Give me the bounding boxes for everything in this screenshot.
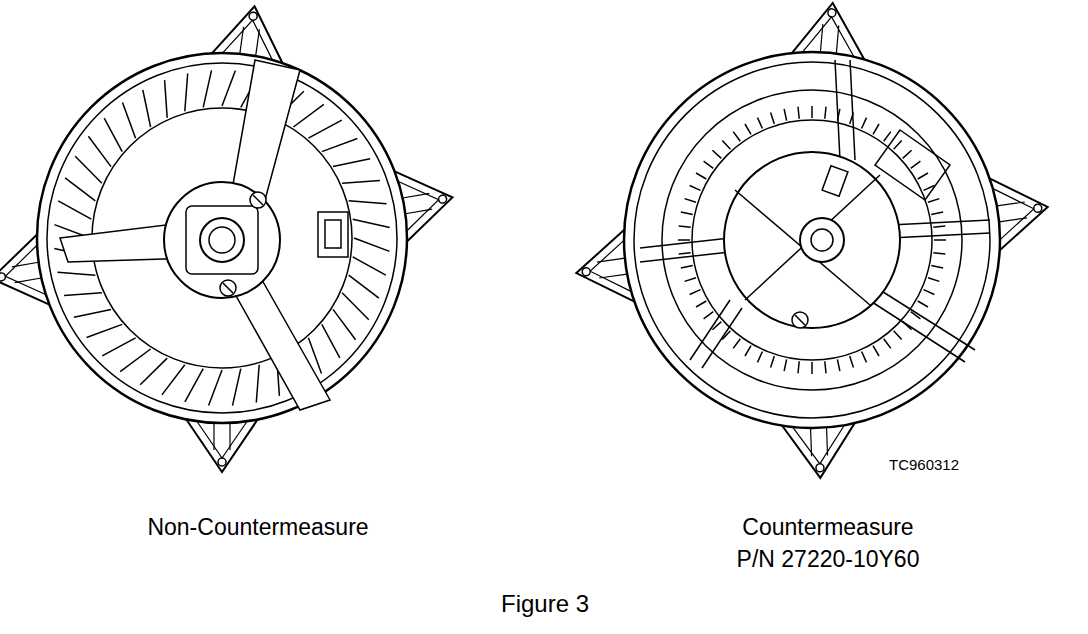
fan-blade (690, 290, 701, 295)
fan-blade (850, 356, 854, 367)
fan-blade (354, 238, 390, 251)
fan-blade (934, 239, 946, 241)
fan-blade (931, 265, 943, 268)
fan-blade (704, 161, 714, 168)
fan-blade (903, 150, 912, 158)
fan-blade (784, 359, 787, 371)
fan-blade (333, 159, 370, 167)
fan-blade (88, 136, 111, 166)
fan-blade (837, 359, 840, 371)
blower-countermeasure (571, 0, 1053, 479)
fan-blade (140, 358, 167, 385)
fan-blade (931, 212, 943, 215)
fan-blade (771, 356, 775, 367)
fan-blade (87, 324, 123, 337)
fan-blade (758, 118, 763, 129)
fan-blade (685, 199, 696, 203)
fan-blade (884, 132, 891, 142)
fan-blade (333, 309, 356, 339)
fan-blade (784, 109, 787, 121)
fan-blade (349, 201, 387, 204)
fan-blade (678, 239, 690, 241)
fan-blade (104, 118, 122, 151)
fan-blade (825, 361, 826, 373)
illustration-code: TC960312 (889, 456, 959, 474)
fan-blade (65, 178, 95, 201)
fan-blade (74, 309, 111, 317)
fan-blade (798, 107, 799, 119)
part-caption: Non-Countermeasure (147, 514, 368, 542)
fan-blade (681, 212, 693, 215)
fan-blade (771, 113, 775, 124)
fan-blade (349, 275, 379, 298)
fan-blade (704, 312, 714, 319)
fan-blade (884, 339, 891, 349)
fan-blade (342, 181, 380, 184)
fan-blade (811, 106, 813, 118)
fan-blade (233, 369, 241, 406)
blower-non-countermeasure (0, 1, 459, 472)
fan-blade (873, 346, 879, 356)
fan-blade (873, 124, 879, 134)
fan-blade (353, 257, 386, 275)
fan-blade (894, 140, 902, 149)
fan-blade (322, 324, 340, 357)
fan-blade (123, 103, 136, 139)
fan-blade (322, 139, 358, 152)
fan-blade (162, 365, 185, 395)
fan-blade (185, 74, 188, 112)
fan-blade (811, 362, 813, 374)
fan-blade (862, 352, 867, 363)
fan-blade (165, 80, 168, 118)
fan-blade (222, 71, 235, 107)
part-number: P/N 27220-10Y60 (737, 546, 920, 574)
fan-blade (696, 173, 706, 179)
fan-blade (58, 272, 96, 275)
fan-blade (209, 370, 222, 406)
fan-blade (203, 70, 211, 107)
fan-blade (894, 331, 902, 340)
fan-blade (928, 278, 939, 282)
fan-blade (933, 253, 945, 254)
fan-blade (256, 365, 259, 403)
fan-blade (696, 301, 706, 307)
fan-blade (933, 226, 945, 227)
fan-blade (308, 120, 341, 138)
figure-caption: Figure 3 (501, 590, 589, 619)
fan-blade (924, 290, 935, 295)
fan-blade (679, 226, 691, 227)
fan-blade (342, 293, 369, 320)
fan-blade (918, 301, 928, 307)
fan-blade (679, 253, 691, 254)
fan-blade (745, 346, 751, 356)
fan-blade (681, 265, 693, 268)
fan-blade (353, 219, 390, 227)
fan-blade (143, 90, 151, 127)
fan-blade (745, 124, 751, 134)
fan-blade (862, 118, 867, 129)
fan-blade (293, 104, 323, 127)
fan-blade (928, 199, 939, 203)
fan-blade (733, 339, 740, 349)
fan-blade (825, 107, 826, 119)
fan-blade (690, 186, 701, 191)
fan-blade (918, 173, 928, 179)
fan-blade (120, 349, 150, 372)
fan-blade (58, 201, 91, 219)
fan-blade (911, 161, 921, 168)
fan-blade (64, 293, 102, 296)
fan-blade (733, 132, 740, 142)
fan-blade (685, 278, 696, 282)
fan-blade (185, 369, 203, 402)
fan-blade (75, 156, 102, 183)
fan-blade (758, 352, 763, 363)
fan-blade (722, 140, 730, 149)
fan-blade (798, 361, 799, 373)
fan-blade (712, 150, 721, 158)
fan-blade (102, 338, 135, 356)
part-caption: Countermeasure (742, 514, 913, 542)
